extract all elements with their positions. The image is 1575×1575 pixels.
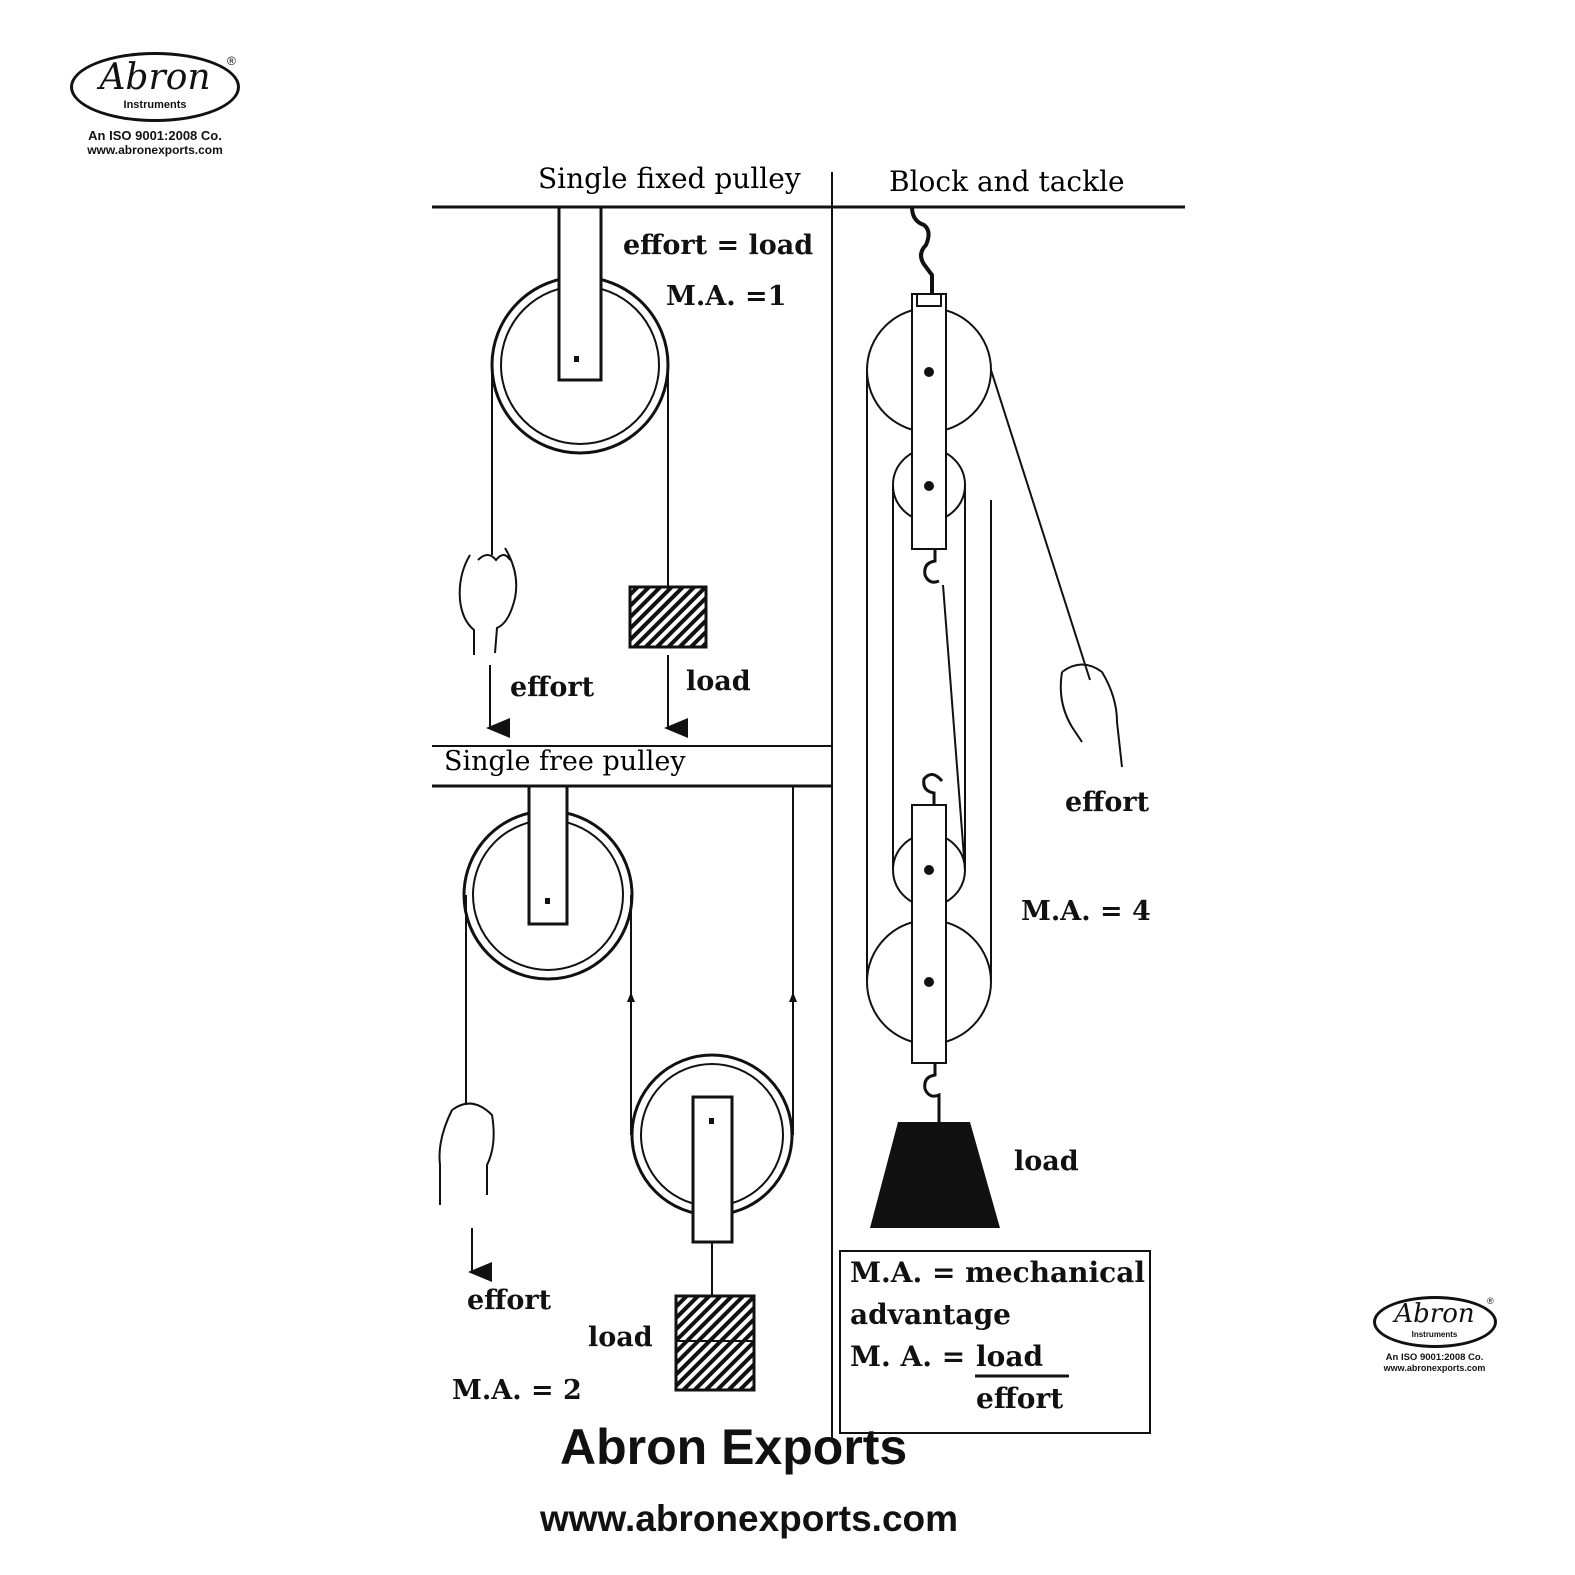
logo-subtitle: Instruments [123, 99, 187, 111]
title-single-free-pulley: Single free pulley [444, 746, 686, 777]
definition-formula-prefix: M. A. = [850, 1340, 966, 1373]
hook-icon [922, 773, 944, 807]
definition-box: M.A. = mechanical advantage M. A. = load… [839, 1250, 1151, 1434]
footer-brand: Abron Exports [560, 1418, 907, 1476]
footer-website: www.abronexports.com [540, 1498, 959, 1539]
logo-subtitle: Instruments [1411, 1330, 1458, 1339]
definition-numerator: load [976, 1340, 1044, 1373]
ma-free: M.A. = 2 [452, 1375, 582, 1406]
ma-block: M.A. = 4 [1021, 896, 1151, 927]
logo-oval: Abron Instruments [70, 52, 240, 122]
logo-brand: Abron [1394, 1299, 1475, 1329]
logo-iso: An ISO 9001:2008 Co. [88, 128, 222, 143]
load-block [674, 1294, 756, 1392]
registered-mark: ® [1487, 1296, 1494, 1306]
ma-fixed: M.A. =1 [666, 281, 787, 312]
fixed-pulley [458, 205, 708, 738]
logo-bottom-right: Abron Instruments ® An ISO 9001:2008 Co.… [1362, 1296, 1507, 1373]
load-label-free: load [588, 1322, 653, 1353]
load-block [628, 585, 708, 649]
logo-brand: Abron [99, 57, 211, 98]
definition-line-1: M.A. = mechanical [850, 1256, 1145, 1289]
hand-icon [1059, 663, 1123, 768]
hook-icon [923, 1063, 941, 1123]
hand-icon [458, 547, 518, 655]
title-single-fixed-pulley: Single fixed pulley [538, 162, 801, 195]
free-pulley [438, 784, 797, 1392]
load-label-block: load [1014, 1146, 1079, 1177]
logo-oval: Abron Instruments [1372, 1296, 1497, 1348]
logo-top-left: Abron Instruments ® An ISO 9001:2008 Co.… [55, 52, 255, 157]
load-weight [870, 1122, 1000, 1228]
definition-denominator: effort [976, 1382, 1064, 1415]
effort-label-free: effort [467, 1285, 552, 1316]
title-block-and-tackle: Block and tackle [889, 165, 1125, 198]
effort-label-block: effort [1065, 787, 1150, 818]
hook-icon [923, 549, 940, 584]
load-label-fixed: load [686, 666, 751, 697]
hand-icon [438, 1102, 495, 1205]
effort-label-fixed: effort [510, 672, 595, 703]
definition-line-2: advantage [850, 1298, 1011, 1331]
logo-website: www.abronexports.com [1383, 1363, 1486, 1373]
footer-brand-text: Abron Exports [560, 1419, 908, 1475]
formula-effort-equals-load: effort = load [623, 230, 814, 261]
hook-icon [910, 206, 934, 293]
logo-website: www.abronexports.com [87, 143, 223, 157]
block-and-tackle [866, 206, 1123, 1228]
logo-iso: An ISO 9001:2008 Co. [1385, 1352, 1484, 1363]
registered-mark: ® [227, 54, 236, 68]
